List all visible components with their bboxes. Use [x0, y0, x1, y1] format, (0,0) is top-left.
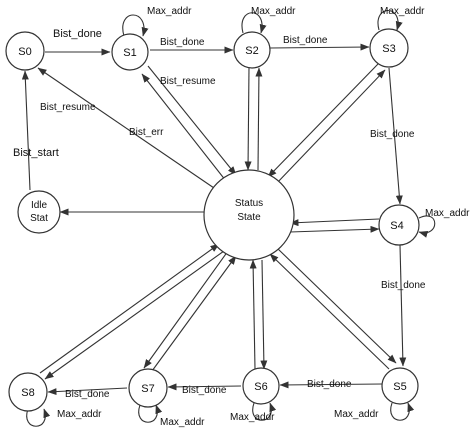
label-s1-s2-bist-done: Bist_done — [160, 37, 205, 48]
edge-status-s4 — [289, 225, 380, 233]
label-s4-max-addr: Max_addr — [425, 208, 470, 219]
self-loop-s4 — [418, 215, 436, 238]
state-s1-label: S1 — [123, 47, 136, 59]
edge-idle-s0 — [21, 70, 31, 191]
edge-s3-s4 — [388, 67, 403, 205]
state-s2-label: S2 — [245, 45, 258, 57]
edge-status-s8 — [44, 250, 225, 380]
label-s5-max-addr: Max_addr — [334, 409, 379, 420]
state-s3 — [369, 28, 409, 68]
label-s6-s7-bist-done: Bist_done — [182, 385, 227, 396]
state-s1 — [111, 33, 149, 71]
edge-s4-status — [289, 218, 380, 227]
state-s4 — [378, 204, 420, 246]
label-status-s0-bist-resume: Bist_resume — [40, 102, 96, 113]
state-idle-label-line1: Idle — [31, 200, 48, 211]
state-s3-label: S3 — [382, 43, 395, 55]
edge-s8-status — [39, 243, 220, 374]
label-s8-max-addr: Max_addr — [57, 409, 102, 420]
state-s8-label: S8 — [21, 387, 34, 399]
state-s5-label: S5 — [393, 381, 406, 393]
label-s1-status-bist-err: Bist_err — [129, 127, 164, 138]
label-s3-s4-bist-done: Bist_done — [370, 129, 415, 140]
state-s7 — [128, 368, 168, 408]
edge-s2-s3 — [269, 43, 370, 51]
state-s0 — [5, 31, 45, 71]
edge-status-s1 — [141, 73, 227, 182]
label-s6-max-addr: Max_addr — [230, 412, 275, 423]
edge-s7-s8 — [47, 387, 128, 396]
self-loop-s1 — [122, 14, 149, 37]
state-s6-label: S6 — [254, 381, 267, 393]
label-s1-max-addr: Max_addr — [147, 6, 192, 17]
self-loop-s7 — [138, 404, 163, 423]
self-loop-s2 — [241, 12, 267, 34]
self-loop-s5 — [390, 402, 415, 421]
edge-status-s3 — [275, 69, 386, 185]
label-s2-max-addr: Max_addr — [251, 6, 296, 17]
edge-status-s7 — [143, 250, 229, 369]
state-s6 — [242, 367, 280, 405]
edge-s2-status — [244, 66, 252, 171]
edge-s1-status — [147, 65, 237, 176]
edge-status-s5 — [276, 247, 397, 364]
state-s8 — [8, 372, 48, 412]
state-s5 — [381, 367, 419, 405]
label-s7-max-addr: Max_addr — [160, 417, 205, 428]
edge-s5-status — [269, 253, 390, 370]
edge-s7-status — [151, 255, 237, 372]
state-s7-label: S7 — [141, 383, 154, 395]
label-s3-max-addr: Max_addr — [380, 6, 425, 17]
self-loop-s3 — [377, 9, 403, 31]
label-s7-s8-bist-done: Bist_done — [65, 389, 110, 400]
state-idle — [17, 190, 61, 234]
edge-status-s2 — [255, 67, 263, 171]
edge-s6-s7 — [167, 383, 242, 391]
label-status-s1-bist-resume: Bist_resume — [160, 76, 216, 87]
state-status-label-line2: State — [237, 212, 261, 223]
state-s4-label: S4 — [390, 220, 403, 232]
edge-status-s6 — [260, 259, 268, 370]
edge-s3-status — [267, 63, 379, 178]
edge-s6-status — [249, 259, 257, 370]
state-idle-label-line2: Stat — [30, 213, 48, 224]
state-status — [203, 169, 295, 261]
state-s2 — [233, 31, 271, 69]
self-loop-s6 — [252, 402, 277, 421]
edge-s4-s5 — [399, 244, 407, 367]
label-s5-s6-bist-done: Bist_done — [307, 379, 352, 390]
edge-status-s0 — [37, 67, 215, 189]
label-idle-s0-bist-start: Bist_start — [13, 147, 59, 159]
label-s4-s5-bist-done: Bist_done — [381, 280, 426, 291]
label-s2-s3-bist-done: Bist_done — [283, 35, 328, 46]
state-status-label-line1: Status — [235, 198, 263, 209]
state-s0-label: S0 — [18, 46, 31, 58]
self-loop-s8 — [26, 408, 51, 427]
edge-s5-s6 — [279, 381, 383, 389]
label-s0-s1-bist-done: Bist_done — [53, 28, 102, 40]
